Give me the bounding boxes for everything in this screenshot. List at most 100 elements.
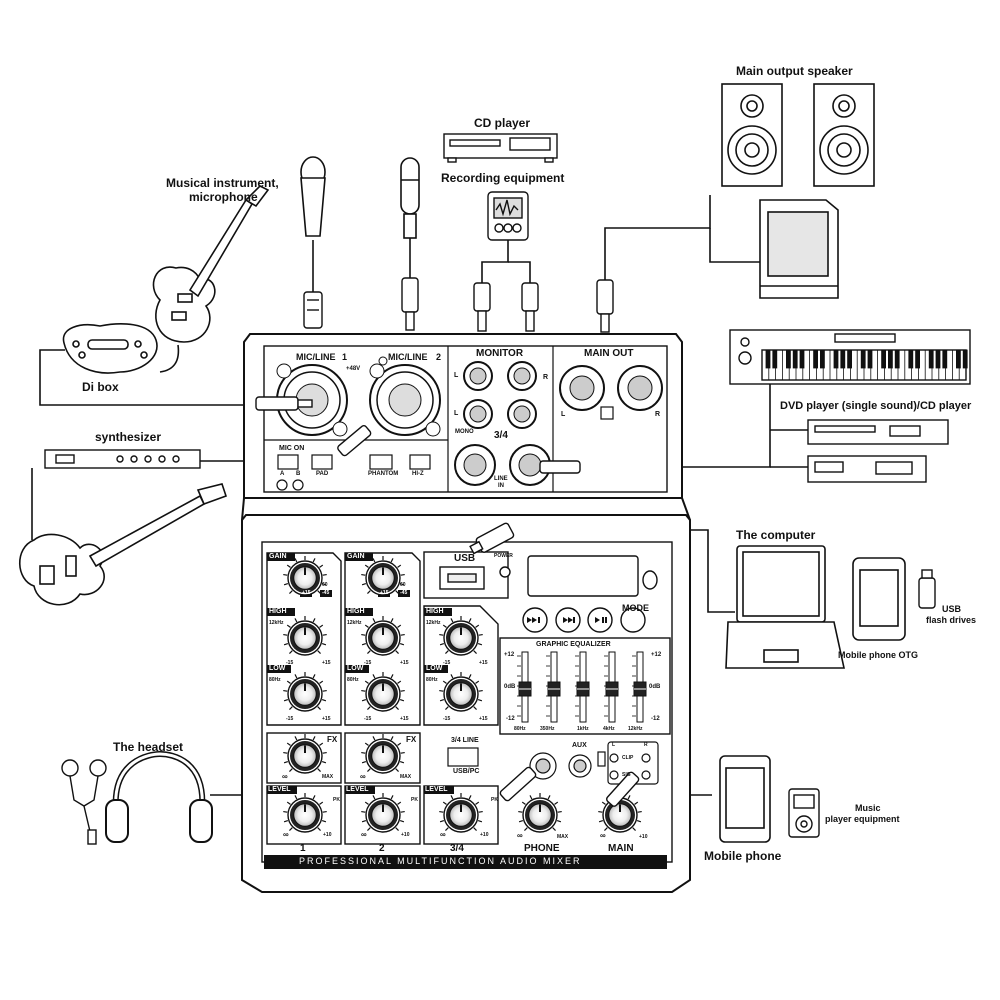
fx-knob-1[interactable] — [283, 734, 327, 774]
power-label: POWER — [494, 553, 513, 559]
usbpc-label: USB/PC — [453, 768, 480, 775]
high-2-max: +15 — [400, 660, 409, 666]
high-knob-1[interactable] — [283, 616, 327, 656]
eq-0db-left: 0dB — [504, 684, 516, 690]
fx-2-min: ∞ — [360, 772, 366, 781]
mode-label: MODE — [622, 603, 649, 613]
main-knob[interactable] — [598, 793, 642, 833]
sig-label: SIG — [622, 772, 631, 778]
eq-minus12-left: -12 — [506, 716, 515, 722]
eq-plus12-right: +12 — [651, 652, 662, 658]
phone-max: MAX — [557, 834, 569, 840]
ch34-top-label: 3/4 — [494, 430, 508, 441]
level-knob-2[interactable] — [361, 793, 405, 833]
high-3-freq: 12kHz — [426, 620, 441, 626]
hiz-label: HI-Z — [412, 471, 424, 477]
mic-line-2-label: MIC/LINE — [388, 352, 428, 362]
fx-2-label: FX — [406, 735, 417, 744]
usb-flash-label-2: flash drives — [926, 615, 977, 625]
dvd-player-label: DVD player (single sound)/CD player — [780, 400, 972, 412]
combo-jack-2 — [369, 356, 441, 437]
high-1-max: +15 — [322, 660, 331, 666]
gain-1-mid-label: 60 — [322, 582, 328, 588]
high-3-label: HIGH — [426, 608, 444, 615]
graphic-eq-label: GRAPHIC EQUALIZER — [536, 641, 611, 648]
fx-knob-2[interactable] — [361, 734, 405, 774]
headphones-icon — [105, 750, 213, 843]
the-computer-label: The computer — [736, 528, 816, 542]
jack-plug-icon — [401, 277, 614, 333]
music-player-icon — [788, 788, 820, 838]
fx-1-label: FX — [327, 735, 338, 744]
low-knob-2[interactable] — [361, 672, 405, 712]
eq-slider-2[interactable] — [546, 651, 561, 723]
monitor-label: MONITOR — [476, 348, 524, 359]
level-knob-3[interactable] — [439, 793, 483, 833]
usb-drive-icon — [469, 522, 515, 555]
main-min: ∞ — [600, 831, 606, 840]
speaker-icon — [721, 83, 875, 187]
monitor-l2-label: L — [454, 410, 459, 417]
level-2-min: ∞ — [361, 830, 367, 839]
mixer-banner: PROFESSIONAL MULTIFUNCTION AUDIO MIXER — [299, 856, 582, 866]
gain-1-min-label: +15 — [302, 590, 311, 596]
usb-label: USB — [454, 553, 476, 564]
high-knob-3[interactable] — [439, 616, 483, 656]
eq-slider-4[interactable] — [604, 651, 619, 723]
gain-1-label: GAIN — [269, 553, 287, 560]
dvd-player-icon — [807, 419, 949, 483]
usb-flash-label-1: USB — [942, 604, 962, 614]
monitor-r-label: R — [543, 374, 549, 381]
high-1-freq: 12kHz — [269, 620, 284, 626]
level-2-label: LEVEL — [346, 786, 369, 793]
knobs — [283, 556, 642, 833]
ch2-label: 2 — [436, 352, 442, 362]
tablet-icon — [852, 557, 906, 641]
gain-knob-2[interactable] — [361, 556, 405, 596]
high-3-min: -15 — [443, 660, 451, 666]
eq-slider-5[interactable] — [632, 651, 647, 723]
aux-label: AUX — [572, 742, 587, 749]
main-max: +10 — [639, 834, 648, 840]
main-out-jacks — [559, 365, 663, 420]
low-3-min: -15 — [443, 716, 451, 722]
phone-label: PHONE — [524, 843, 560, 854]
gain-2-label: GAIN — [347, 553, 365, 560]
meter-l-label: L — [612, 742, 616, 748]
gain-2-max-label: -45 — [400, 590, 408, 596]
high-knob-2[interactable] — [361, 616, 405, 656]
eq-slider-1[interactable] — [517, 651, 532, 723]
mic-on-label: MIC ON — [279, 445, 305, 452]
mono-label: MONO — [455, 429, 474, 435]
earphones-icon — [61, 759, 107, 845]
musical-instrument-label: Musical instrument, — [166, 176, 279, 190]
level-3-label: LEVEL — [425, 786, 448, 793]
line34-label: 3/4 LINE — [451, 737, 479, 744]
phone-min: ∞ — [517, 831, 523, 840]
high-2-freq: 12kHz — [347, 620, 362, 626]
eq-slider-3[interactable] — [575, 651, 590, 723]
eq-band-2: 350Hz — [540, 726, 555, 732]
gain-1-max-label: -45 — [322, 590, 330, 596]
low-2-min: -15 — [364, 716, 372, 722]
high-2-label: HIGH — [347, 608, 365, 615]
low-knob-1[interactable] — [283, 672, 327, 712]
level-1-label: LEVEL — [268, 786, 291, 793]
cd-player-label: CD player — [474, 116, 531, 130]
phantom-label: PHANTOM — [368, 471, 399, 477]
phone-knob[interactable] — [518, 793, 562, 833]
monitor-jacks — [454, 361, 551, 486]
graphic-equalizer — [517, 651, 647, 723]
recorder-icon — [487, 191, 529, 241]
level-knob-1[interactable] — [283, 793, 327, 833]
music-player-label-1: Music — [855, 803, 881, 813]
usb-drive-icon — [918, 569, 936, 609]
low-1-label: LOW — [269, 665, 286, 672]
fx-1-max: MAX — [322, 774, 334, 780]
low-knob-3[interactable] — [439, 672, 483, 712]
synthesizer-icon — [44, 449, 201, 469]
monitor-l-label: L — [454, 372, 459, 379]
gain-knob-1[interactable] — [283, 556, 327, 596]
